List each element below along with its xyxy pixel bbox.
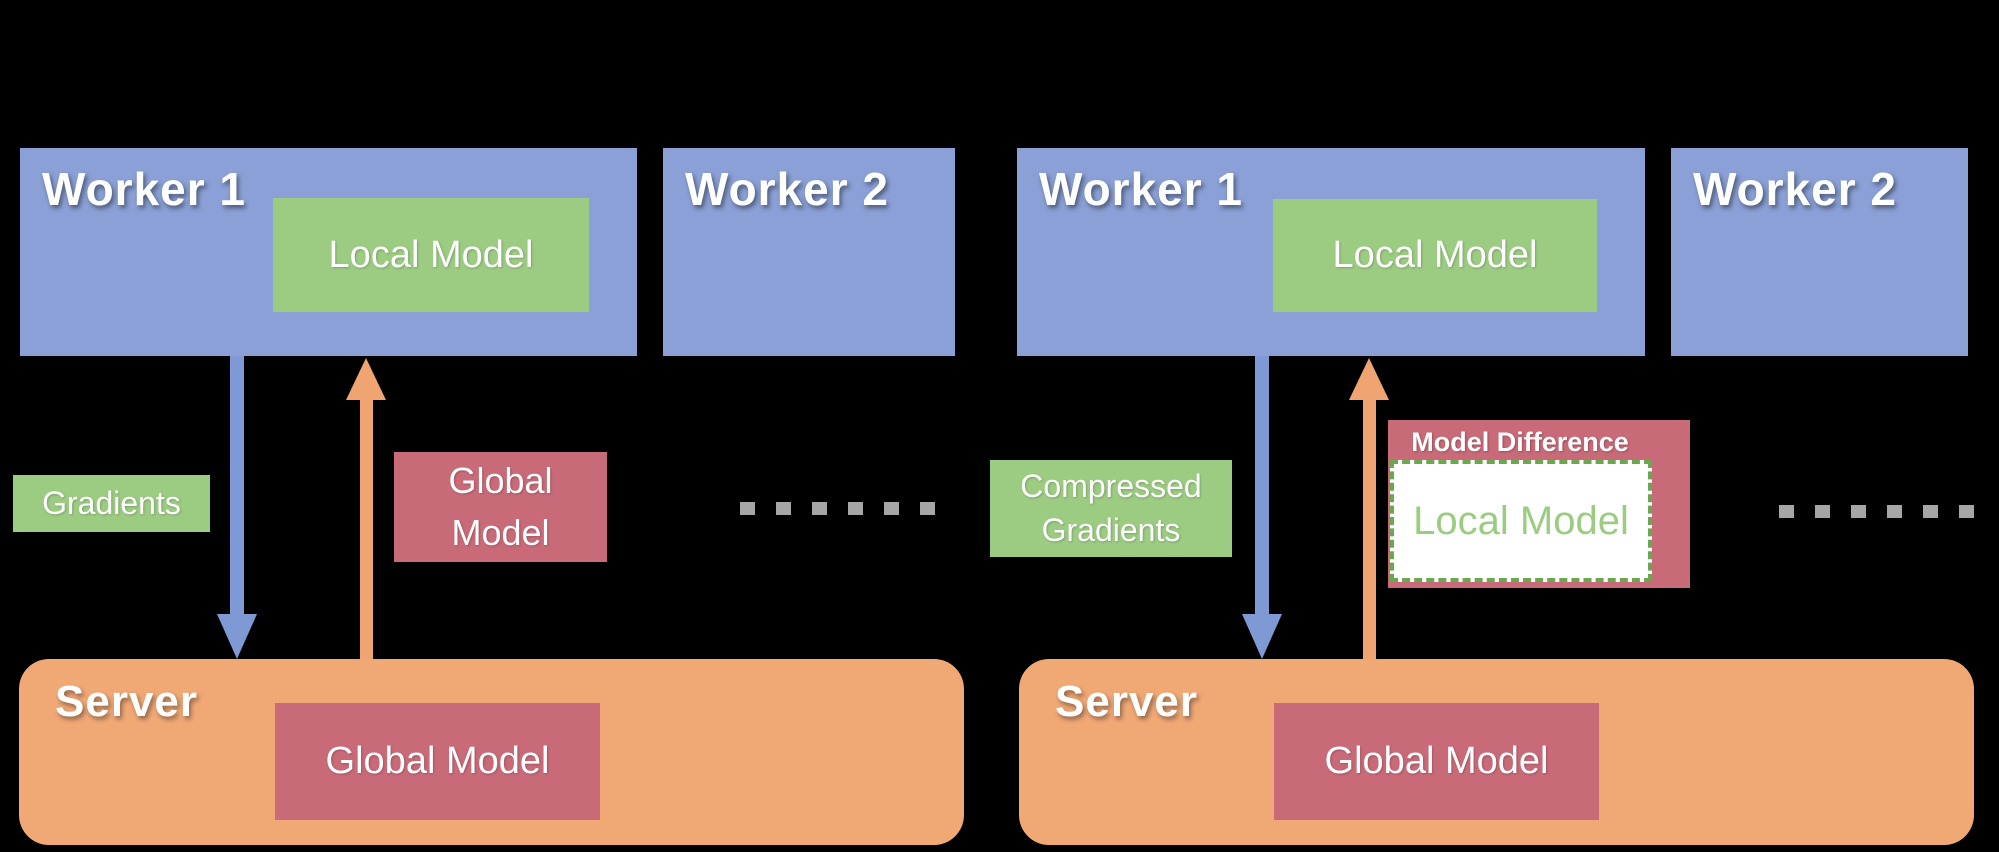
- left-gradients-label-box: Gradients: [13, 475, 210, 532]
- left-server-label: Server: [55, 677, 199, 726]
- left-worker1-box: Worker 1 Local Model: [20, 148, 637, 356]
- right-model-difference-box: Model Difference Local Model: [1388, 420, 1690, 588]
- right-server-box: Server Global Model: [1019, 659, 1974, 845]
- right-compressed-gradients-down-arrow-head: [1242, 614, 1282, 659]
- right-model-difference-title: Model Difference: [1411, 427, 1629, 457]
- right-ellipsis-dots: [1779, 505, 1975, 518]
- right-server-label: Server: [1055, 677, 1199, 726]
- left-global-model-label: Global Model: [448, 459, 553, 553]
- right-server-global-model-box: Global Model: [1274, 703, 1599, 820]
- left-global-model-up-arrow-shaft: [360, 400, 373, 659]
- left-worker2-box: Worker 2: [663, 148, 955, 356]
- left-local-model-box: Local Model: [273, 198, 589, 312]
- right-worker2-label: Worker 2: [1693, 163, 1898, 215]
- right-compressed-gradients-label: Compressed Gradients: [1020, 468, 1202, 548]
- right-worker1-label: Worker 1: [1039, 163, 1244, 215]
- left-server-global-model-label: Global Model: [325, 739, 550, 782]
- right-server-global-model-label: Global Model: [1324, 739, 1549, 782]
- left-server-box: Server Global Model: [19, 659, 964, 845]
- left-gradients-down-arrow-head: [217, 614, 257, 659]
- right-worker2-box: Worker 2: [1671, 148, 1968, 356]
- right-model-difference-up-arrow-head: [1349, 358, 1389, 400]
- right-model-difference-local-model-label: Local Model: [1413, 498, 1629, 543]
- left-global-model-up-arrow-head: [346, 358, 386, 400]
- left-worker1-label: Worker 1: [42, 163, 247, 215]
- right-model-difference-up-arrow-shaft: [1363, 400, 1376, 659]
- right-model-difference-local-model-box: Local Model: [1390, 460, 1652, 582]
- left-server-global-model-box: Global Model: [275, 703, 600, 820]
- left-worker2-label: Worker 2: [685, 163, 890, 215]
- left-gradients-label: Gradients: [42, 484, 181, 521]
- right-local-model-label: Local Model: [1332, 234, 1538, 276]
- left-gradients-down-arrow-shaft: [230, 356, 244, 615]
- right-compressed-gradients-down-arrow-shaft: [1255, 356, 1269, 615]
- left-local-model-label: Local Model: [328, 233, 534, 276]
- right-worker1-box: Worker 1 Local Model: [1017, 148, 1645, 356]
- left-global-model-label-box: Global Model: [394, 452, 607, 562]
- right-compressed-gradients-label-box: Compressed Gradients: [990, 460, 1232, 557]
- right-local-model-box: Local Model: [1273, 199, 1597, 312]
- left-ellipsis-dots: [740, 502, 936, 515]
